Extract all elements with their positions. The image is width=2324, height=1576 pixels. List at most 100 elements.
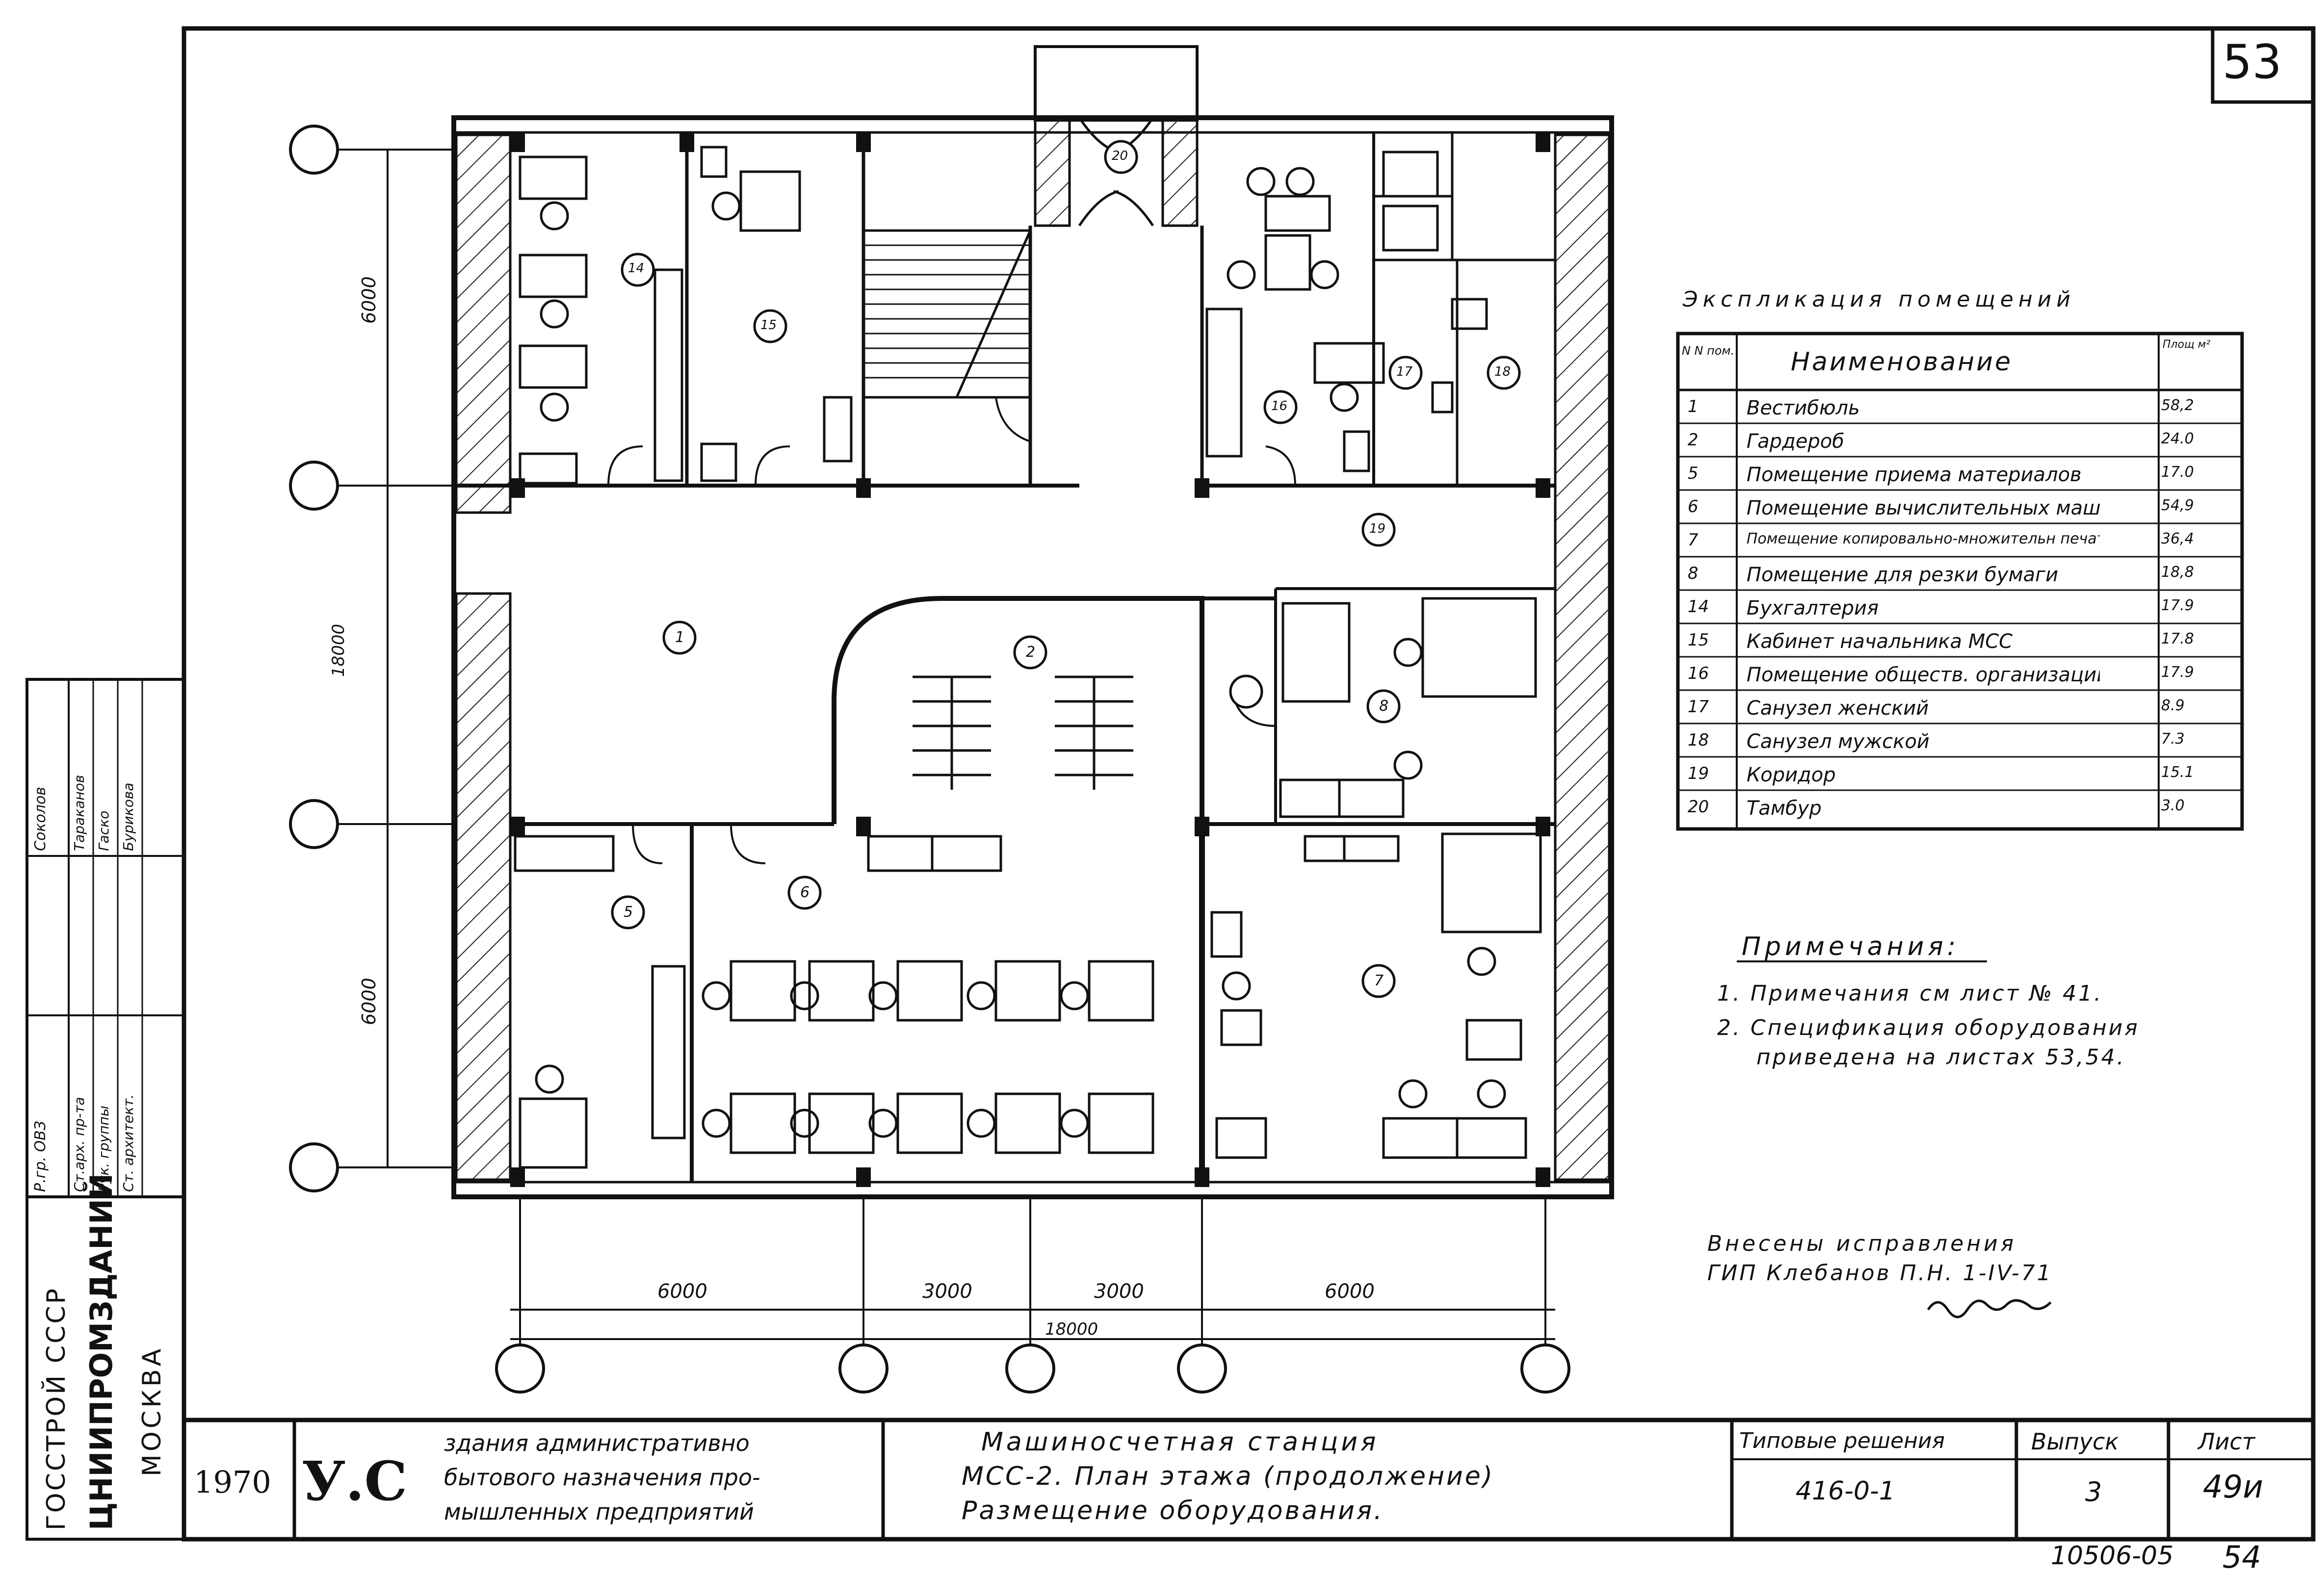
dim-bottom-1: 6000 — [657, 1280, 707, 1303]
tb-drawing-3: Размещение оборудования. — [962, 1496, 1384, 1525]
staircase — [862, 229, 1032, 399]
room-number-16: 16 — [1271, 399, 1288, 413]
equipment — [514, 146, 1542, 1169]
explication-cell-area: 36,4 — [2161, 530, 2194, 547]
dim-left-total: 18000 — [329, 623, 348, 677]
stamp-role-1: Р.гр. ОВЗ — [32, 1121, 49, 1192]
room-number-18: 18 — [1494, 364, 1511, 379]
explication-cell-num: 5 — [1688, 464, 1698, 483]
explication-cell-num: 7 — [1688, 530, 1698, 550]
left-stamp-frame — [26, 678, 185, 1541]
stamp-name-4: Бурикова — [120, 782, 136, 851]
explication-cell-area: 15.1 — [2161, 764, 2194, 781]
dim-bottom-2: 3000 — [922, 1280, 972, 1303]
room-number-8: 8 — [1379, 698, 1389, 715]
stamp-role-4: Ст. архитект. — [120, 1094, 136, 1192]
explication-header-area: Площ м² — [2163, 338, 2211, 351]
explication-cell-area: 17.8 — [2161, 630, 2194, 647]
chairs — [535, 167, 1506, 1138]
explication-cell-name: Помещение копировально-множительн печат — [1747, 530, 2100, 547]
axis-bubbles — [289, 125, 1570, 1394]
tb-subject-2: бытового назначения про- — [444, 1464, 760, 1491]
explication-cell-area: 18,8 — [2161, 564, 2194, 581]
explication-cell-num: 19 — [1688, 764, 1709, 783]
explication-header-name: Наименование — [1791, 347, 2013, 377]
room-number-15: 15 — [760, 318, 777, 333]
tb-subject-1: здания административно — [444, 1430, 750, 1456]
explication-cell-area: 17.9 — [2161, 597, 2194, 614]
note-3: приведена на листах 53,54. — [1756, 1045, 2126, 1070]
explication-row: 19 Коридор 15.1 — [1678, 757, 2242, 790]
cloakroom-wall — [832, 596, 1204, 824]
cloakroom-racks — [913, 675, 1133, 790]
explication-row: 14 Бухгалтерия 17.9 — [1678, 590, 2242, 623]
note-1: 1. Примечания см лист № 41. — [1717, 981, 2103, 1006]
sheet-number-box — [2211, 26, 2315, 104]
vestibule-outline — [1034, 45, 1199, 122]
room-number-14: 14 — [628, 261, 645, 276]
explication-cell-name: Помещение обществ. организаций — [1747, 664, 2100, 686]
explication-cell-name: Вестибюль — [1747, 397, 1860, 419]
explication-cell-area: 24.0 — [2161, 430, 2194, 447]
notes-title: Примечания: — [1742, 932, 1960, 961]
hatched-wall-right — [1554, 133, 1611, 1181]
explication-cell-name: Коридор — [1747, 764, 1836, 786]
room-markers — [611, 140, 1521, 998]
explication-cell-num: 18 — [1688, 730, 1709, 750]
columns — [510, 132, 1550, 1187]
hatched-wall-left-top — [455, 133, 512, 514]
dim-bottom-3: 3000 — [1094, 1280, 1144, 1303]
explication-cell-name: Кабинет начальника МСС — [1747, 630, 2013, 653]
explication-cell-num: 16 — [1688, 664, 1709, 683]
tb-series-label: Типовые решения — [1739, 1428, 1945, 1453]
note-2: 2. Спецификация оборудования — [1717, 1015, 2140, 1040]
tb-inventory: 10506-05 — [2051, 1541, 2174, 1571]
tb-drawing-2: МСС-2. План этажа (продолжение) — [962, 1462, 1495, 1491]
explication-row: 15 Кабинет начальника МСС 17.8 — [1678, 623, 2242, 657]
dim-left-2: 6000 — [358, 978, 380, 1025]
explication-cell-name: Помещение вычислительных машин — [1747, 497, 2100, 519]
explication-cell-area: 7.3 — [2161, 730, 2185, 748]
tb-series-value: 416-0-1 — [1796, 1476, 1895, 1506]
tb-page: 54 — [2222, 1539, 2261, 1575]
explication-cell-name: Бухгалтерия — [1747, 597, 1879, 620]
room-number-2: 2 — [1026, 644, 1036, 661]
explication-cell-num: 1 — [1688, 397, 1698, 416]
sheet-number: 53 — [2222, 35, 2282, 89]
stamp-name-2: Тараканов — [71, 775, 87, 851]
room-number-6: 6 — [800, 884, 810, 901]
explication-cell-area: 54,9 — [2161, 497, 2194, 514]
explication-cell-name: Помещение приема материалов — [1747, 464, 2082, 486]
room-number-20: 20 — [1112, 149, 1128, 163]
room-number-1: 1 — [675, 629, 685, 646]
explication-cell-num: 14 — [1688, 597, 1709, 617]
explication-table-grid — [1676, 332, 2244, 831]
corrections-line-1: Внесены исправления — [1707, 1231, 2017, 1256]
tb-issue-value: 3 — [2085, 1476, 2102, 1507]
explication-row: 6 Помещение вычислительных машин 54,9 — [1678, 490, 2242, 523]
explication-cell-name: Санузел женский — [1747, 697, 1929, 720]
explication-cell-num: 17 — [1688, 697, 1709, 717]
explication-cell-name: Помещение для резки бумаги — [1747, 564, 2059, 586]
stamp-name-1: Соколов — [32, 787, 49, 851]
explication-cell-num: 20 — [1688, 797, 1709, 817]
tb-drawing-1: Машиносчетная станция — [981, 1427, 1379, 1457]
explication-cell-num: 6 — [1688, 497, 1698, 517]
tb-sheet-value: 49и — [2203, 1469, 2264, 1505]
tb-code: У.С — [302, 1449, 408, 1513]
explication-cell-num: 15 — [1688, 630, 1709, 650]
org-line-3: МОСКВА — [137, 1345, 167, 1476]
dim-bottom-total: 18000 — [1045, 1319, 1098, 1339]
tb-issue-label: Выпуск — [2031, 1428, 2119, 1455]
explication-header-num: N N пом. — [1682, 344, 1735, 358]
hatched-wall-left-bottom — [455, 592, 512, 1181]
org-line-1: ГОССТРОЙ СССР — [42, 1286, 71, 1530]
